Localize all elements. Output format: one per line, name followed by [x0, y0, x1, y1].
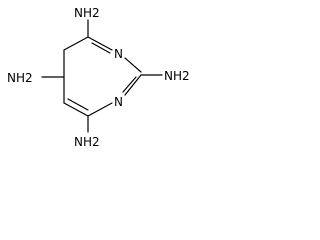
bond-c4-n3-double: [91, 42, 111, 54]
bond-c6-c5-double: [67, 98, 89, 111]
bond-c2-n1-double: [122, 76, 137, 93]
substituent-bonds: [41, 19, 163, 133]
ring-atom-n1: N: [114, 95, 123, 109]
ring-bonds: [63, 36, 142, 117]
bond-c6-c5: [63, 102, 89, 117]
amino-group-left: NH2: [7, 71, 33, 85]
chemical-structure: N N NH2 NH2 NH2 NH2: [0, 0, 206, 158]
amino-group-right: NH2: [164, 69, 190, 83]
ring-atom-n3: N: [114, 47, 123, 61]
bond-n3-c2: [124, 57, 142, 73]
structure-svg: N N NH2 NH2 NH2 NH2: [7, 6, 190, 149]
bond-n1-c6: [87, 102, 113, 117]
bond-c4-n3: [87, 36, 113, 51]
amino-group-bottom: NH2: [74, 135, 100, 149]
amino-group-top: NH2: [74, 6, 100, 20]
bond-c2-n1: [124, 74, 142, 96]
bond-c5-c4-top: [63, 36, 89, 51]
